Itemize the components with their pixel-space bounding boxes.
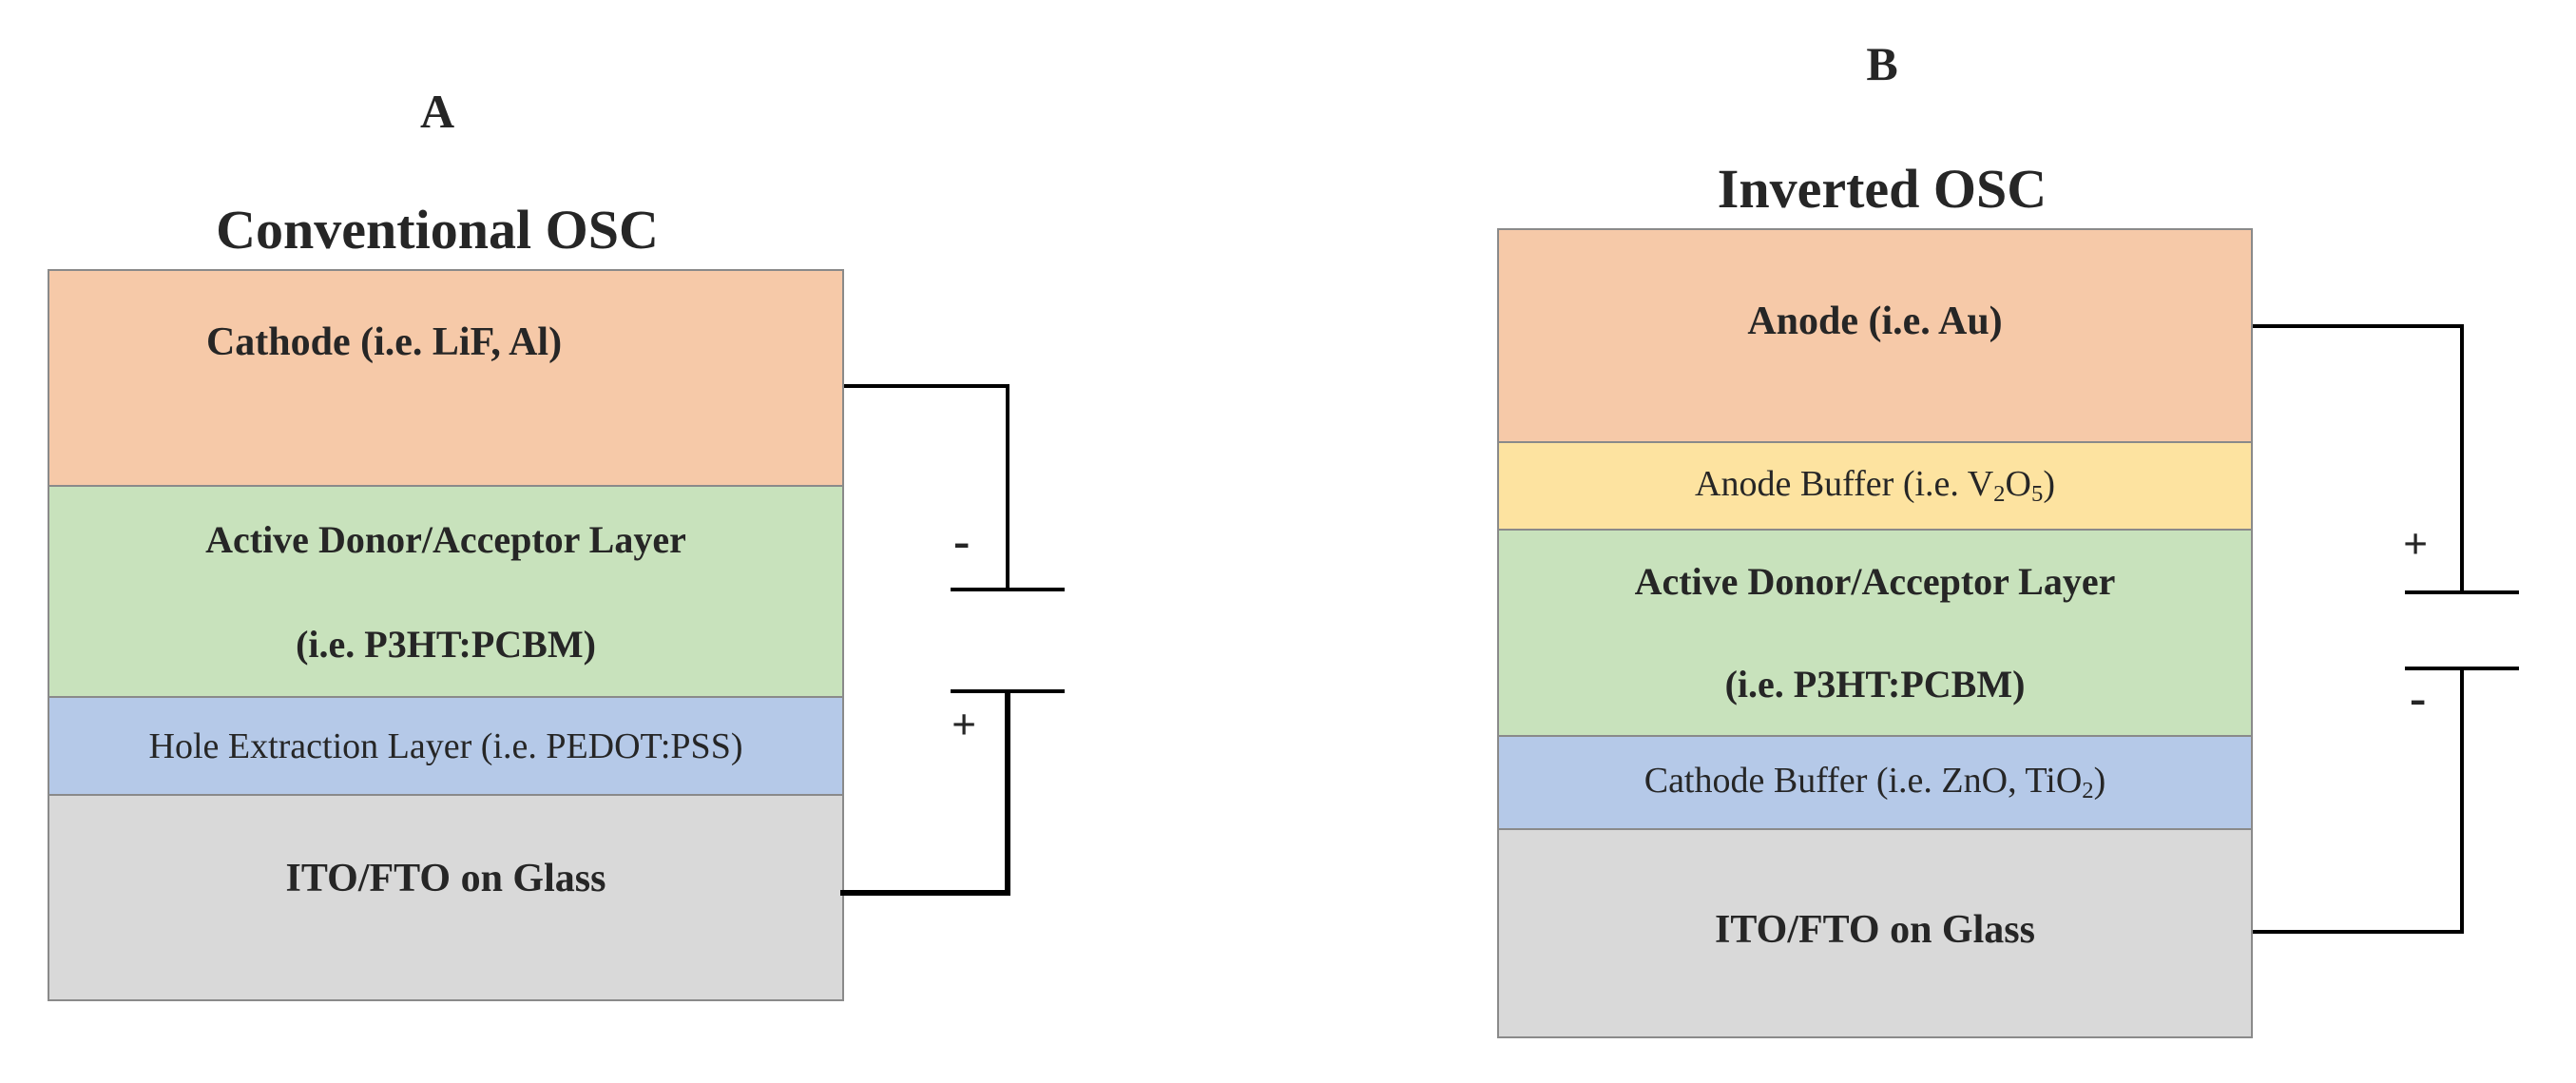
active-layer: Active Donor/Acceptor Layer (i.e. P3HT:P… [1499, 529, 2251, 735]
anode-buffer-label: Anode Buffer (i.e. V2O5) [1695, 463, 2055, 508]
cathode-buffer-label-sub: 2 [2082, 778, 2094, 804]
panel-a-negative-sign: - [953, 514, 971, 569]
anode-buffer-label-suffix: ) [2043, 464, 2055, 505]
panel-a-letter: A [419, 85, 455, 138]
panel-a-positive-sign: + [952, 700, 977, 748]
substrate-layer: ITO/FTO on Glass [1499, 828, 2251, 1036]
panel-b-negative-sign: - [2410, 671, 2427, 725]
panel-a-bottom-wire [840, 691, 1010, 896]
panel-b-layer-stack: Anode (i.e. Au) Anode Buffer (i.e. V2O5)… [1497, 228, 2253, 1038]
anode-buffer-label-sub1: 2 [1993, 481, 2006, 508]
cathode-buffer-label: Cathode Buffer (i.e. ZnO, TiO2) [1644, 760, 2106, 804]
anode-buffer-label-mid: O [2005, 464, 2031, 505]
cathode-buffer-label-suffix: ) [2093, 761, 2106, 802]
substrate-layer-label: ITO/FTO on Glass [285, 857, 606, 900]
cathode-layer-label: Cathode (i.e. LiF, Al) [205, 320, 563, 364]
anode-buffer-label-prefix: Anode Buffer (i.e. V [1695, 464, 1994, 505]
panel-a-top-wire [844, 384, 1009, 590]
panel-b-positive-sign: + [2403, 519, 2429, 568]
cathode-layer: Cathode (i.e. LiF, Al) [49, 271, 842, 485]
anode-layer: Anode (i.e. Au) [1499, 230, 2251, 441]
active-layer-label-line1: Active Donor/Acceptor Layer [1634, 560, 2116, 604]
active-layer-label-line2: (i.e. P3HT:PCBM) [1724, 662, 2026, 706]
panel-a-title: Conventional OSC [216, 199, 659, 261]
substrate-layer: ITO/FTO on Glass [49, 794, 842, 999]
substrate-layer-label: ITO/FTO on Glass [1715, 907, 2035, 952]
hole-extraction-layer-label: Hole Extraction Layer (i.e. PEDOT:PSS) [148, 725, 743, 766]
anode-layer-label: Anode (i.e. Au) [1747, 300, 2003, 343]
anode-buffer-label-sub2: 5 [2030, 481, 2044, 508]
panel-a-layer-stack: Cathode (i.e. LiF, Al) Active Donor/Acce… [48, 269, 844, 1001]
active-layer-label-line2: (i.e. P3HT:PCBM) [296, 622, 596, 666]
cathode-buffer-label-prefix: Cathode Buffer (i.e. ZnO, TiO [1644, 761, 2083, 802]
active-layer: Active Donor/Acceptor Layer (i.e. P3HT:P… [49, 485, 842, 696]
panel-b-letter: B [1866, 37, 1898, 90]
hole-extraction-layer: Hole Extraction Layer (i.e. PEDOT:PSS) [49, 696, 842, 794]
panel-b-top-wire [2253, 324, 2464, 592]
panel-b-bottom-wire [2253, 668, 2464, 934]
cathode-buffer-layer: Cathode Buffer (i.e. ZnO, TiO2) [1499, 735, 2251, 828]
panel-b-title: Inverted OSC [1717, 158, 2047, 220]
anode-buffer-layer: Anode Buffer (i.e. V2O5) [1499, 441, 2251, 529]
active-layer-label-line1: Active Donor/Acceptor Layer [205, 517, 686, 561]
